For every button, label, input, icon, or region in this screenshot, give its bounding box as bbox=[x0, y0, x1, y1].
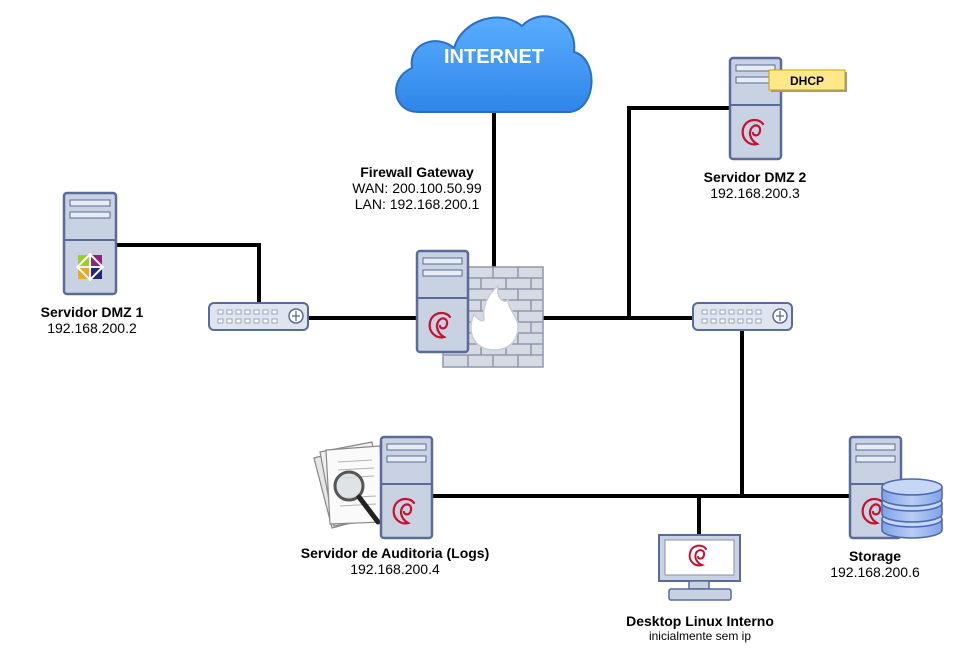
dmz2-name: Servidor DMZ 2 bbox=[703, 169, 807, 185]
database-disks-icon bbox=[881, 478, 943, 539]
dhcp-badge: DHCP bbox=[768, 69, 847, 92]
firewall-wan: WAN: 200.100.50.99 bbox=[352, 180, 482, 196]
switch-left-icon bbox=[208, 302, 309, 331]
firewall-title: Firewall Gateway bbox=[360, 164, 474, 180]
debian-swirl-icon bbox=[688, 544, 707, 567]
desktop-icon bbox=[658, 534, 741, 601]
documents-magnifier-icon bbox=[313, 441, 387, 529]
debian-swirl-icon bbox=[428, 311, 452, 339]
server-dmz2-icon bbox=[728, 56, 783, 161]
firewall-label: Firewall Gateway WAN: 200.100.50.99 LAN:… bbox=[337, 164, 497, 212]
debian-swirl-icon bbox=[741, 118, 765, 146]
audit-ip: 192.168.200.4 bbox=[350, 561, 440, 577]
desktop-note: inicialmente sem ip bbox=[648, 629, 752, 643]
dmz2-ip: 192.168.200.3 bbox=[710, 185, 800, 201]
storage-label: Storage 192.168.200.6 bbox=[815, 548, 935, 580]
centos-logo-icon bbox=[75, 252, 105, 282]
internet-label: INTERNET bbox=[444, 46, 544, 68]
debian-swirl-icon bbox=[392, 497, 416, 525]
server-dmz1-icon bbox=[62, 191, 118, 296]
debian-swirl-icon bbox=[861, 497, 885, 525]
internet-cloud-icon: INTERNET bbox=[395, 15, 593, 113]
desktop-label: Desktop Linux Interno inicialmente sem i… bbox=[610, 613, 790, 643]
firewall-icon bbox=[415, 249, 544, 368]
switch-right-icon bbox=[692, 302, 793, 331]
dmz1-label: Servidor DMZ 1 192.168.200.2 bbox=[12, 304, 172, 336]
storage-icon bbox=[848, 435, 943, 540]
dmz1-ip: 192.168.200.2 bbox=[47, 320, 137, 336]
firewall-lan: LAN: 192.168.200.1 bbox=[354, 196, 480, 212]
flame-icon bbox=[470, 284, 519, 351]
audit-server-icon bbox=[313, 435, 434, 540]
audit-label: Servidor de Auditoria (Logs) 192.168.200… bbox=[285, 545, 505, 577]
storage-ip: 192.168.200.6 bbox=[830, 564, 920, 580]
network-links bbox=[116, 106, 852, 536]
dmz1-name: Servidor DMZ 1 bbox=[40, 304, 144, 320]
storage-name: Storage bbox=[848, 548, 902, 564]
desktop-name: Desktop Linux Interno bbox=[626, 613, 774, 629]
link-dmz2 bbox=[627, 106, 730, 318]
dmz2-label: Servidor DMZ 2 192.168.200.3 bbox=[675, 169, 835, 201]
audit-name: Servidor de Auditoria (Logs) bbox=[300, 545, 490, 561]
dhcp-badge-label: DHCP bbox=[790, 74, 824, 88]
link-dmz1-switch bbox=[116, 243, 261, 305]
